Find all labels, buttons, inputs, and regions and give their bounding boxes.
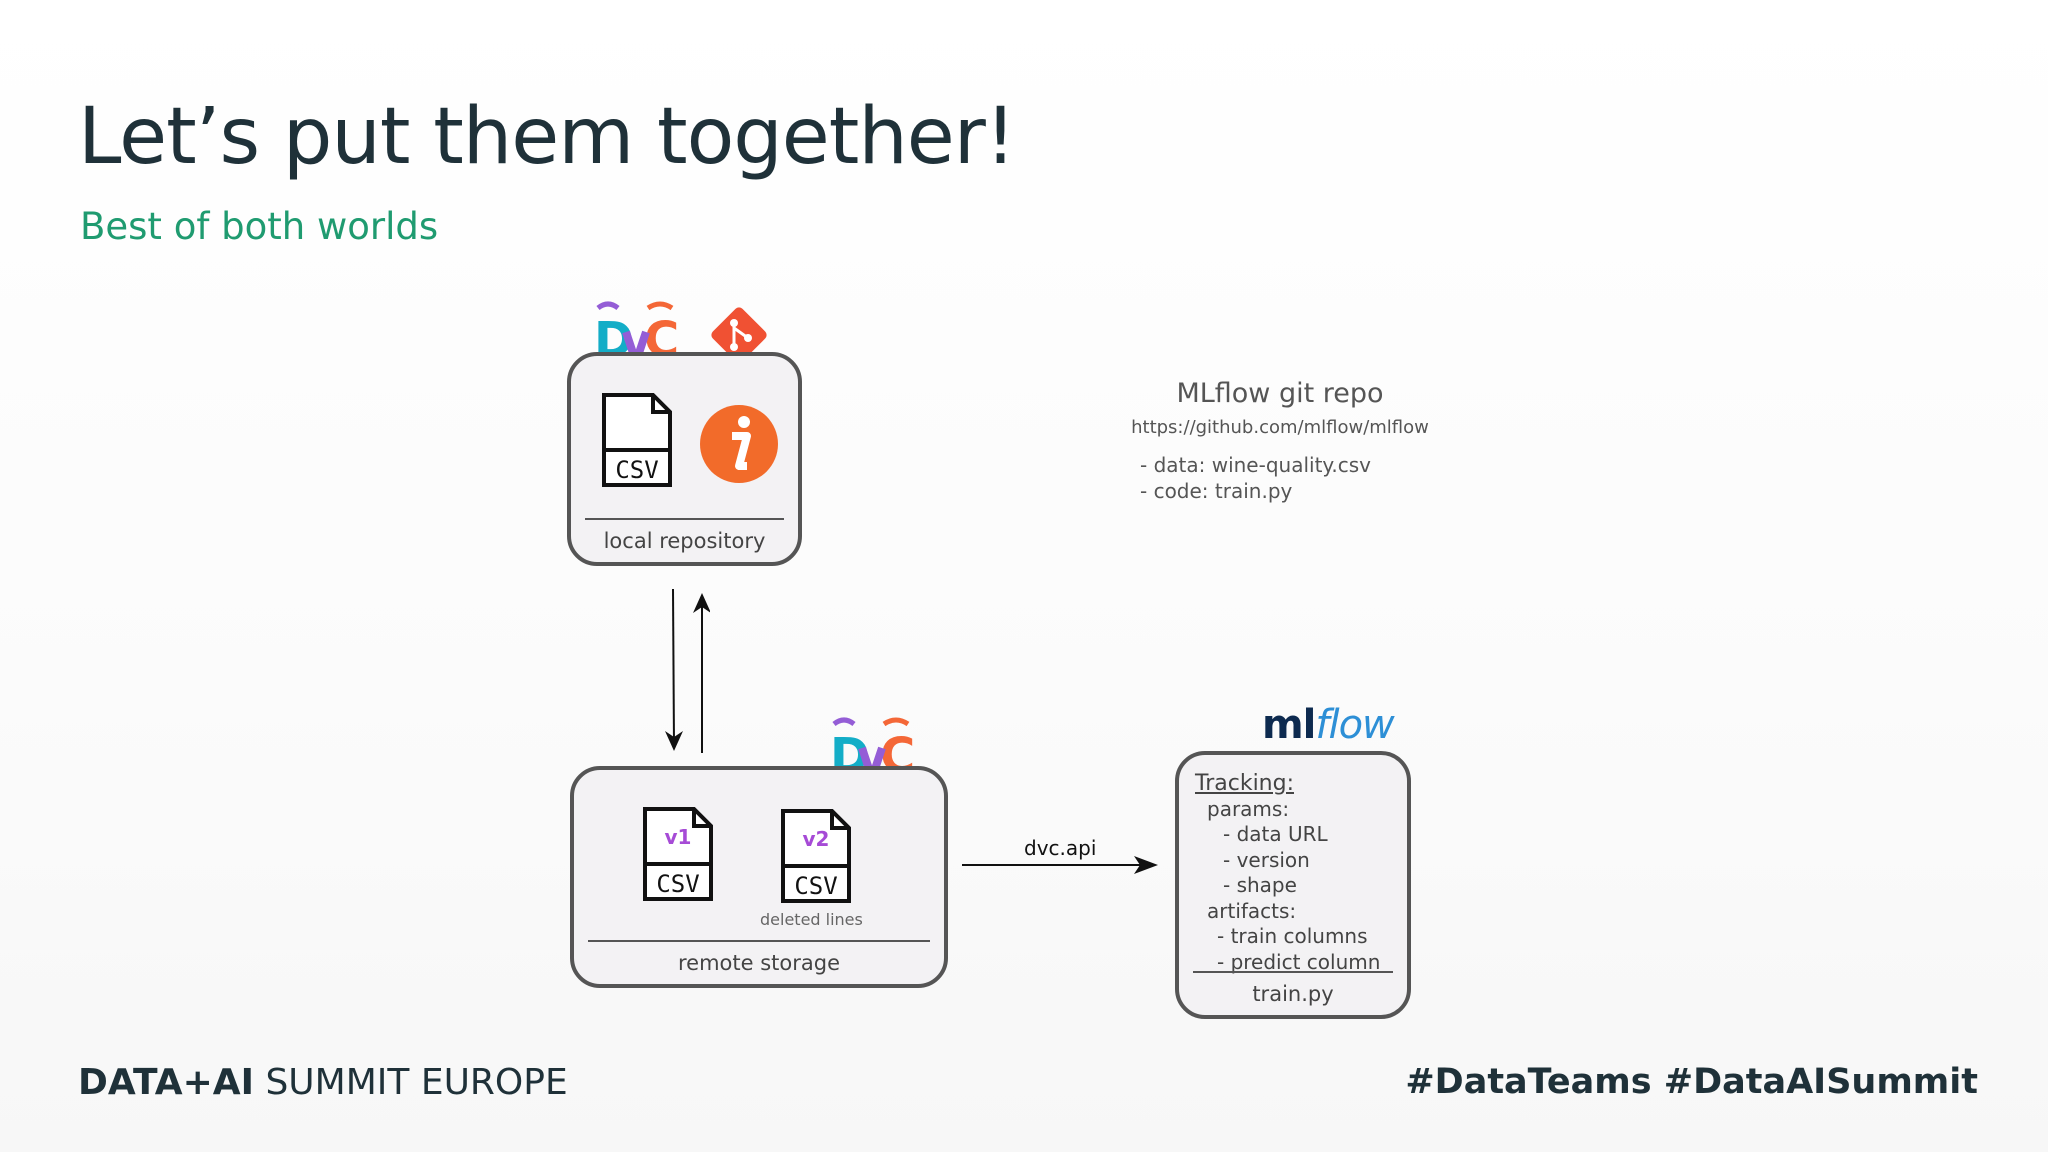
event-hashtags: #DataTeams #DataAISummit — [1405, 1062, 1978, 1102]
train-py-label: train.py — [1193, 971, 1393, 1015]
csv-v1-file-icon: v1 CSV — [642, 806, 714, 902]
csv-file-label: CSV — [794, 872, 837, 900]
git-logo — [711, 307, 767, 363]
tracking-details: Tracking: params: - data URL - version -… — [1195, 771, 1380, 975]
param-item: - data URL — [1223, 822, 1328, 846]
slide-title: Let’s put them together! — [78, 92, 1016, 182]
local-repository-label: local repository — [585, 518, 784, 562]
file-version-v1: v1 — [665, 825, 692, 849]
param-item: - shape — [1223, 873, 1297, 897]
mlflow-tracking-box: Tracking: params: - data URL - version -… — [1175, 751, 1411, 1019]
artifacts-heading: artifacts: — [1207, 898, 1297, 923]
slide-subtitle: Best of both worlds — [80, 205, 439, 248]
params-heading: params: — [1207, 796, 1290, 821]
local-repository-box: CSV local repository — [567, 352, 802, 566]
info-icon — [700, 405, 778, 483]
param-item: - version — [1223, 847, 1310, 872]
mlflow-logo: mlflow — [1262, 702, 1395, 748]
event-name: DATA+AI SUMMIT EUROPE — [78, 1062, 568, 1103]
artifact-item: - predict column — [1217, 949, 1381, 974]
dvc-api-label: dvc.api — [1024, 836, 1097, 860]
csv-file-label: CSV — [656, 870, 699, 898]
file-version-v2: v2 — [803, 827, 830, 851]
tracking-heading: Tracking: — [1195, 771, 1294, 796]
dvc-api-arrow — [962, 856, 1158, 874]
deleted-lines-note: deleted lines — [760, 910, 863, 929]
info-item: - data: wine-quality.csv — [1140, 453, 1372, 477]
sync-arrows — [665, 588, 710, 753]
info-list: - data: wine-quality.csv - code: train.p… — [1140, 452, 1470, 504]
csv-file-label: CSV — [615, 456, 658, 484]
mlflow-repo-info: MLflow git repo https://github.com/mlflo… — [1090, 378, 1470, 504]
remote-storage-box: v1 CSV v2 CSV deleted lines remote stora… — [570, 766, 948, 988]
info-url: https://github.com/mlflow/mlflow — [1131, 417, 1429, 438]
csv-file-icon: CSV — [601, 392, 673, 488]
info-item: - code: train.py — [1140, 479, 1293, 503]
remote-storage-label: remote storage — [588, 940, 930, 984]
csv-v2-file-icon: v2 CSV — [780, 808, 852, 904]
info-title: MLflow git repo — [1176, 378, 1384, 409]
artifact-item: - train columns — [1217, 924, 1368, 948]
